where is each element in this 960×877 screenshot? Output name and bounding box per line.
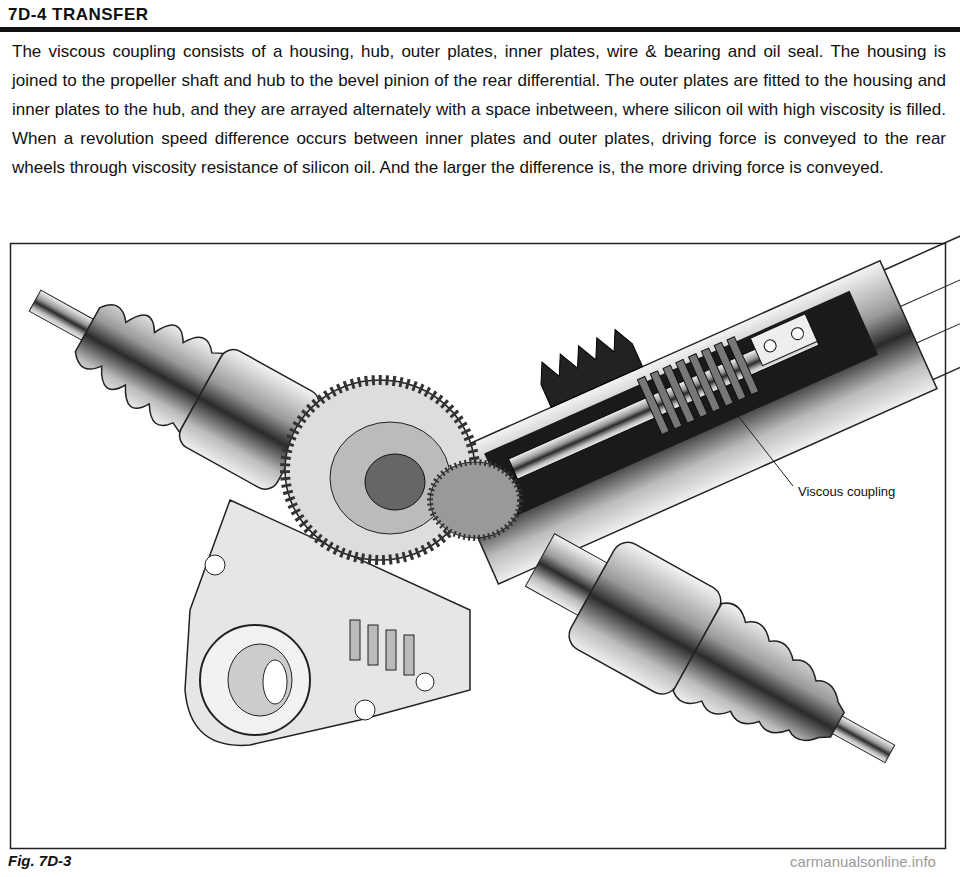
page-header: 7D-4 TRANSFER xyxy=(8,5,149,25)
ring-gear xyxy=(285,380,520,560)
part-label: Viscous coupling xyxy=(795,483,898,500)
figure-caption: Fig. 7D-3 xyxy=(8,852,71,869)
leader-line xyxy=(735,412,793,486)
description-paragraph: The viscous coupling consists of a housi… xyxy=(12,37,946,182)
watermark: carmanualsonline.info xyxy=(790,853,936,870)
right-axle-boot xyxy=(511,508,919,807)
header-rule xyxy=(0,27,960,32)
figure-frame xyxy=(11,244,946,849)
coupling-housing xyxy=(423,171,960,584)
